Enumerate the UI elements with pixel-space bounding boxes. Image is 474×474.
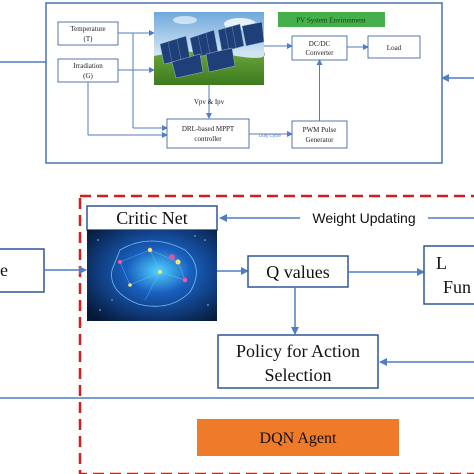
loss-function-box: L Fun xyxy=(423,245,474,305)
pwm-generator-box: PWM Pulse Generator xyxy=(291,120,348,149)
temperature-symbol: (T) xyxy=(84,35,94,43)
drl-label-line2: controller xyxy=(194,135,222,143)
duty-cycle-label: Duty Cycle xyxy=(259,133,281,138)
drl-label-line1: DRL-based MPPT xyxy=(182,125,235,133)
dcdc-converter-box: DC/DC Converter xyxy=(291,35,348,61)
state-box-label: e xyxy=(0,260,8,280)
vpv-ipv-label: Vpv & Ipv xyxy=(194,98,225,106)
dqn-agent-dashed-frame xyxy=(78,194,474,474)
irradiation-label: Irradiation xyxy=(73,62,103,70)
temperature-box: Temperature (T) xyxy=(57,21,119,46)
load-box: Load xyxy=(367,35,421,59)
policy-label-line2: Selection xyxy=(265,365,332,385)
pwm-label-line2: Generator xyxy=(306,136,335,144)
load-label: Load xyxy=(387,44,402,52)
q-values-box: Q values xyxy=(247,255,349,288)
loss-label-line2: Fun xyxy=(443,277,471,297)
state-box: e xyxy=(0,248,45,293)
weight-updating-label-bg xyxy=(300,209,428,227)
critic-net-box: Critic Net xyxy=(86,205,218,231)
critic-net-label: Critic Net xyxy=(116,208,187,228)
pv-system-section: Temperature (T) Irradiation (G) xyxy=(0,2,474,164)
pv-environment-badge: PV System Environment xyxy=(278,12,385,27)
neural-network-image xyxy=(87,230,217,321)
temperature-label: Temperature xyxy=(70,25,105,33)
q-values-label: Q values xyxy=(266,262,329,282)
dqn-agent-label: DQN Agent xyxy=(260,430,337,447)
weight-updating-label: Weight Updating xyxy=(312,210,415,226)
dcdc-label-line2: Converter xyxy=(306,49,335,57)
pwm-label-line1: PWM Pulse xyxy=(303,126,337,134)
pv-environment-label: PV System Environment xyxy=(296,17,366,25)
drl-controller-box: DRL-based MPPT controller xyxy=(166,118,250,149)
solar-panel-photo xyxy=(154,12,265,85)
policy-box: Policy for Action Selection xyxy=(217,334,379,389)
loss-label-line1: L xyxy=(436,253,447,273)
irradiation-box: Irradiation (G) xyxy=(57,58,119,83)
dqn-agent-badge: DQN Agent xyxy=(197,419,399,456)
policy-label-line1: Policy for Action xyxy=(236,341,360,361)
dcdc-label-line1: DC/DC xyxy=(309,40,331,48)
dqn-agent-section: Critic Net Weight Updating e xyxy=(0,194,474,474)
irradiation-symbol: (G) xyxy=(83,72,93,80)
